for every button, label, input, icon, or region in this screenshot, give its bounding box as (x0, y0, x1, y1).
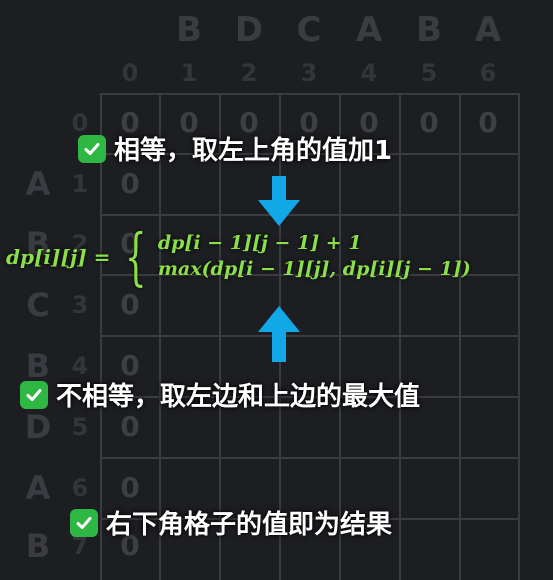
check-icon (78, 134, 106, 163)
row-index: 4 (71, 352, 89, 380)
table-cell: 0 (478, 106, 498, 139)
formula-brace: { (125, 220, 147, 293)
check-icon (70, 508, 98, 537)
column-index: 2 (240, 59, 258, 87)
column-letter: C (296, 10, 322, 50)
callout-not-equal: 不相等，取左边和上边的最大值 (20, 376, 420, 413)
grid-hline (100, 335, 518, 337)
row-letter: A (25, 469, 51, 507)
row-letter: A (25, 165, 51, 203)
formula-cases: dp[i − 1][j − 1] + 1 max(dp[i − 1][j], d… (157, 232, 471, 281)
column-letter: A (355, 10, 383, 50)
arrow-down-icon (258, 176, 300, 226)
grid-vline (518, 93, 520, 580)
grid-hline (100, 93, 518, 95)
table-cell: 0 (419, 106, 439, 139)
callout-not-equal-text: 不相等，取左边和上边的最大值 (56, 382, 421, 412)
row-index: 2 (71, 230, 89, 258)
table-cell: 0 (120, 288, 140, 321)
arrow-up-icon (258, 306, 300, 362)
row-letter: B (25, 225, 51, 263)
callout-result-text: 右下角格子的值即为结果 (106, 510, 393, 540)
column-index: 4 (360, 59, 378, 87)
formula-case-equal: dp[i − 1][j − 1] + 1 (157, 232, 362, 255)
column-index: 0 (121, 59, 139, 87)
table-cell: 0 (120, 106, 140, 139)
row-index: 1 (71, 170, 89, 198)
row-index: 0 (71, 109, 89, 137)
table-cell: 0 (120, 529, 140, 562)
column-index: 6 (479, 59, 497, 87)
table-cell: 0 (120, 227, 140, 260)
grid-hline (100, 457, 518, 459)
column-index: 5 (420, 59, 438, 87)
table-cell: 0 (359, 106, 379, 139)
row-letter: C (26, 286, 50, 324)
column-letter: B (176, 10, 202, 50)
column-index: 1 (180, 59, 198, 87)
table-cell: 0 (120, 471, 140, 504)
table-cell: 0 (120, 349, 140, 382)
formula-case-not-equal: max(dp[i − 1][j], dp[i][j − 1]) (157, 258, 471, 280)
table-cell: 0 (299, 106, 319, 139)
grid-hline (100, 274, 518, 276)
table-cell: 0 (239, 106, 259, 139)
callout-equal: 相等，取左上角的值加1 (78, 130, 392, 167)
column-letter: B (416, 10, 442, 50)
grid-hline (100, 518, 518, 520)
row-index: 6 (71, 474, 89, 502)
grid-hline (100, 396, 518, 398)
callout-result: 右下角格子的值即为结果 (70, 504, 392, 541)
grid-hline (100, 153, 518, 155)
row-letter: B (25, 527, 51, 565)
row-letter: B (25, 347, 51, 385)
row-index: 5 (71, 413, 89, 441)
check-icon (20, 380, 48, 409)
column-letter: A (474, 10, 502, 50)
dp-recurrence-formula: dp[i][j] = { dp[i − 1][j − 1] + 1 max(dp… (6, 226, 471, 288)
row-index: 7 (71, 532, 89, 560)
formula-lhs: dp[i][j] = (6, 245, 111, 269)
table-cell: 0 (179, 106, 199, 139)
row-letter: D (24, 408, 52, 446)
column-index: 3 (300, 59, 318, 87)
column-letter: D (234, 10, 264, 50)
table-cell: 0 (120, 410, 140, 443)
table-cell: 0 (120, 167, 140, 200)
grid-hline (100, 214, 518, 216)
row-index: 3 (71, 291, 89, 319)
callout-equal-text: 相等，取左上角的值加1 (114, 136, 393, 166)
